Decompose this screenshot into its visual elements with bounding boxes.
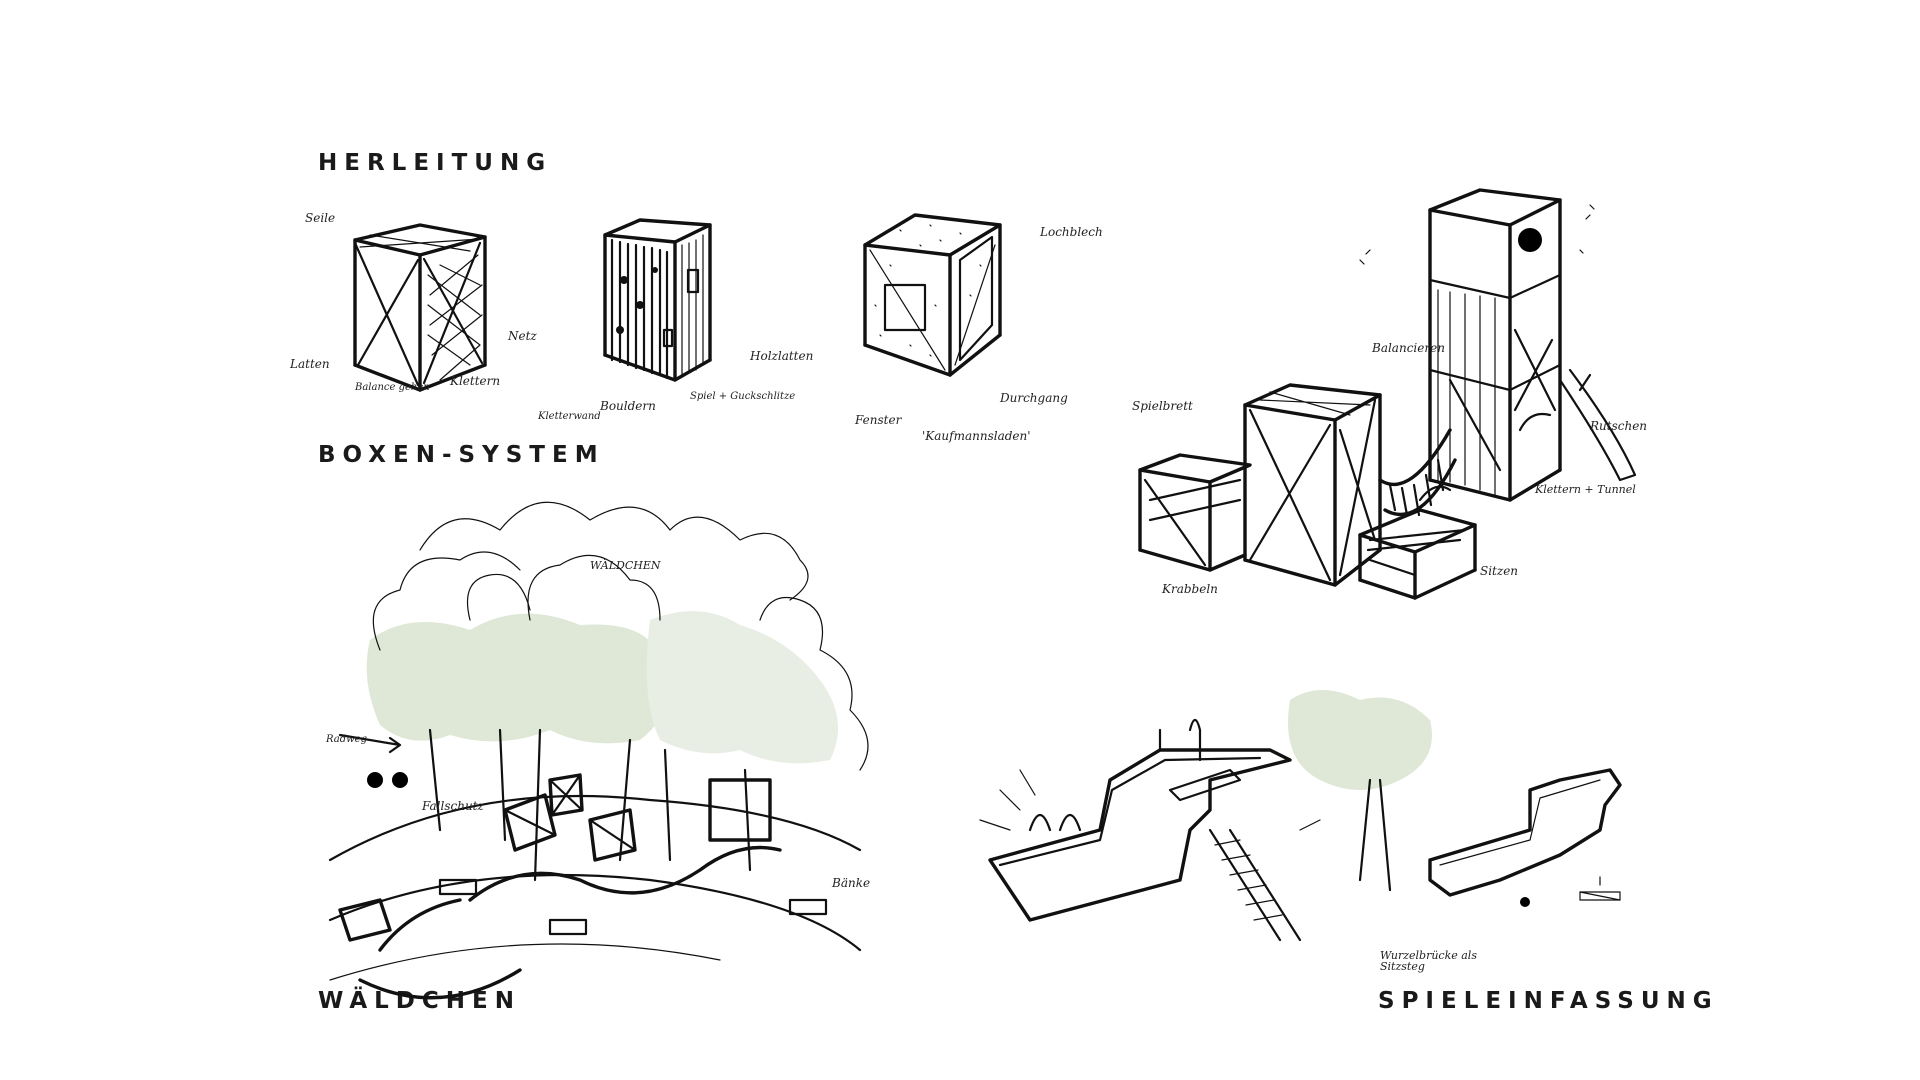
annotation-baenke: Bänke <box>832 876 871 890</box>
annotation-radweg: Radweg <box>326 734 368 745</box>
annotation-netz: Netz <box>508 329 537 343</box>
annotation-kaufmannsladen: 'Kaufmannsladen' <box>922 429 1031 443</box>
annotation-wurzelbruecke: Wurzelbrücke als Sitzsteg <box>1380 949 1477 973</box>
annotation-fenster: Fenster <box>855 413 902 427</box>
annotation-balance: Balance gehen <box>355 382 430 393</box>
heading-herleitung: HERLEITUNG <box>318 150 553 176</box>
spieleinfassung-sketch <box>979 690 1622 942</box>
annotation-klettern-tunnel: Klettern + Tunnel <box>1535 483 1636 496</box>
annotation-holzlatten: Holzlatten <box>750 349 814 363</box>
box-sketch-climbing-wall <box>603 218 712 382</box>
annotation-durchgang: Durchgang <box>1000 391 1068 405</box>
box-sketch-perforated <box>863 213 1002 377</box>
annotation-seile: Seile <box>305 211 336 225</box>
annotation-krabbeln: Krabbeln <box>1162 582 1218 596</box>
annotation-balancieren: Balancieren <box>1372 341 1445 355</box>
heading-spieleinfassung: SPIELEINFASSUNG <box>1378 988 1719 1014</box>
annotation-fallschutz: Fallschutz <box>422 799 484 813</box>
annotation-klettern: Klettern <box>450 374 501 388</box>
box-sketch-ropes <box>353 223 487 392</box>
annotation-spiel-guckschlitze: Spiel + Guckschlitze <box>690 391 796 402</box>
annotation-sitzen: Sitzen <box>1480 564 1519 578</box>
annotation-latten: Latten <box>290 357 330 371</box>
heading-boxen-system: BOXEN-SYSTEM <box>318 442 605 468</box>
annotation-lochblech: Lochblech <box>1040 225 1103 239</box>
waeldchen-forest-sketch <box>328 501 869 1000</box>
annotation-spielbrett: Spielbrett <box>1132 399 1193 413</box>
annotation-bouldern: Bouldern <box>600 399 656 413</box>
annotation-kletterwand: Kletterwand <box>538 411 601 422</box>
annotation-waeldchen: WÄLDCHEN <box>590 559 661 572</box>
annotation-rutschen: Rutschen <box>1590 419 1648 433</box>
box-system-play-tower <box>1138 188 1637 600</box>
